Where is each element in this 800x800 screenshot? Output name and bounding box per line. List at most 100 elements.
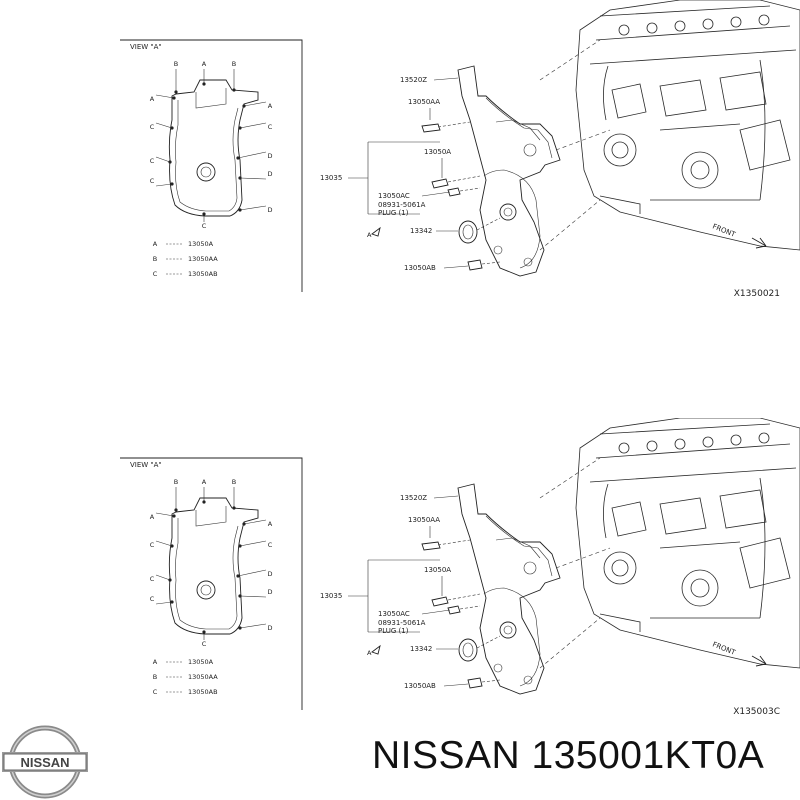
timing-cover-port [523, 143, 537, 157]
inset-callout-b: B [174, 478, 178, 486]
svg-text:NISSAN: NISSAN [20, 755, 69, 770]
timing-cover-port [523, 561, 537, 575]
plug-head [447, 605, 461, 615]
timing-cover-boss [499, 621, 517, 639]
inset-bolt-marker [170, 544, 174, 548]
timing-cover-outline [457, 483, 561, 695]
inset-leader [239, 595, 267, 598]
view-a-title: VIEW "A" [130, 43, 162, 51]
timing-cover-edge [485, 97, 553, 159]
engine-cam-cap [702, 18, 714, 30]
oil-seal-outer [458, 638, 478, 662]
label-13342: 13342 [410, 227, 432, 235]
label-13050ab: 13050AB [404, 682, 436, 690]
label-08931-5061a: 08931-5061A [378, 619, 426, 627]
inset-bolt-marker [236, 156, 240, 160]
inset-callout-a: A [202, 478, 207, 486]
legend-key: A [153, 240, 158, 248]
timing-cover-hole [523, 257, 533, 267]
inset-bolt-marker [242, 104, 246, 108]
inset-cover-inner [175, 100, 239, 212]
inset-bolt-marker [172, 514, 176, 518]
inset-callout-c: C [268, 541, 273, 549]
inset-leader [239, 177, 267, 180]
timing-cover-hole [523, 675, 533, 685]
alignment-line [539, 457, 601, 499]
oil-seal-inner [462, 642, 474, 658]
bolt-13050ab-axis [481, 679, 501, 683]
inset-leader [237, 151, 267, 159]
leader-13050ab [443, 265, 469, 269]
inset-callout-d: D [267, 588, 272, 596]
engine-contours [603, 59, 766, 201]
view-a-marker-label: A [367, 231, 372, 239]
engine-port [659, 497, 707, 535]
engine-ribs [650, 123, 760, 201]
oil-seal-axis [476, 217, 501, 231]
label-13035: 13035 [320, 592, 342, 600]
inset-cover-inner [175, 518, 239, 630]
inset-bolt-marker [242, 522, 246, 526]
leader-13035 [348, 559, 440, 633]
inset-leader [239, 540, 267, 547]
engine-contours [603, 477, 766, 619]
leader-13050ac [421, 191, 451, 197]
timing-cover-boss-inner [503, 625, 513, 635]
label-13050aa: 13050AA [408, 98, 440, 106]
engine-housing-inner [690, 578, 710, 598]
timing-cover-rib [495, 119, 541, 141]
inset-leader [239, 623, 267, 629]
engine-ribs [650, 541, 760, 619]
inset-callout-c: C [150, 575, 155, 583]
legend-key: B [153, 673, 157, 681]
inset-callout-b: B [174, 60, 178, 68]
legend-part: 13050A [188, 658, 214, 666]
engine-head-ridges [589, 5, 797, 65]
inset-callout-c: C [202, 222, 207, 230]
bolt-13050ab-axis [481, 261, 501, 265]
bolt-13050a-head [431, 596, 449, 607]
engine-cam-cap [674, 20, 686, 32]
leader-13035 [348, 141, 440, 215]
inset-callout-d: D [267, 624, 272, 632]
legend-key: C [153, 270, 158, 278]
inset-callout-d: D [267, 206, 272, 214]
engine-side-boss [739, 119, 791, 171]
alignment-line [539, 39, 601, 81]
label-13050ab: 13050AB [404, 264, 436, 272]
engine-cam-cap [674, 438, 686, 450]
bolt-13050a-axis [447, 175, 481, 183]
label-13050a: 13050A [424, 566, 451, 574]
inset-callout-d: D [267, 570, 272, 578]
leader-13520z [433, 495, 459, 499]
inset-callout-a: A [268, 520, 273, 528]
engine-skirt [599, 613, 641, 632]
engine-housing-inner [690, 160, 710, 180]
inset-bolt-marker [202, 630, 206, 634]
label-13035: 13035 [320, 174, 342, 182]
inset-callout-c: C [150, 177, 155, 185]
engine-cam-cap [646, 22, 658, 34]
inset-callout-c: C [150, 595, 155, 603]
inset-upper-bracket [195, 88, 227, 109]
inset-callout-b: B [232, 478, 236, 486]
plug-axis [459, 187, 481, 192]
bolt-13050aa-axis [437, 539, 471, 546]
legend-part: 13050AB [188, 270, 218, 278]
bolt-13050aa-head [421, 123, 441, 133]
inset-callout-d: D [267, 170, 272, 178]
inset-bolt-marker [174, 508, 178, 512]
label-13050ac: 13050AC [378, 192, 410, 200]
label-13050ac: 13050AC [378, 610, 410, 618]
view-a-title: VIEW "A" [130, 461, 162, 469]
inset-leader [155, 512, 175, 517]
label-13520z: 13520Z [400, 494, 427, 502]
timing-cover-boss [499, 203, 517, 221]
inset-bolt-marker [238, 126, 242, 130]
alignment-line [555, 547, 611, 569]
engine-crank-pulley [603, 133, 637, 167]
inset-leader [239, 122, 267, 129]
bolt-13050a-axis [447, 593, 481, 601]
